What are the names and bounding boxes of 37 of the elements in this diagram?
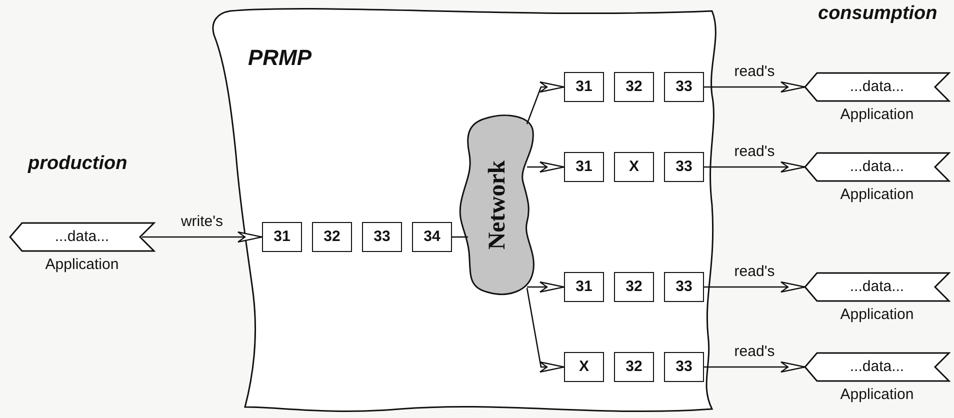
caption-text: Application <box>839 185 915 205</box>
caption-text: Application <box>839 385 915 405</box>
arrow <box>704 281 806 293</box>
caption-text: Application <box>44 255 120 275</box>
data-banner: ...data... <box>803 72 951 102</box>
arrow <box>704 361 806 373</box>
packet-box: 33 <box>362 222 402 252</box>
arrow <box>142 231 263 243</box>
caption-text: Application <box>839 305 915 325</box>
packet-box: 33 <box>664 352 704 382</box>
packet-box: 32 <box>614 72 654 102</box>
arrow <box>526 288 565 373</box>
caption-text: Application <box>839 105 915 125</box>
data-banner: ...data... <box>803 272 951 302</box>
arrow <box>704 161 806 173</box>
packet-box: X <box>564 352 604 382</box>
region-title: PRMP <box>248 44 312 72</box>
data-banner: ...data... <box>803 352 951 382</box>
packet-box: 32 <box>312 222 352 252</box>
heading-text: consumption <box>818 2 938 26</box>
packet-box: 31 <box>564 72 604 102</box>
packet-box: 31 <box>564 152 604 182</box>
packet-box: 33 <box>664 72 704 102</box>
packet-box: 34 <box>412 222 452 252</box>
packet-box: 33 <box>664 152 704 182</box>
packet-box: 31 <box>564 272 604 302</box>
data-banner: ...data... <box>8 222 156 252</box>
packet-box: X <box>614 152 654 182</box>
data-banner: ...data... <box>803 152 951 182</box>
packet-box: 33 <box>664 272 704 302</box>
arrow <box>526 81 565 124</box>
packet-box: 31 <box>262 222 302 252</box>
packet-box: 32 <box>614 272 654 302</box>
packet-box: 32 <box>614 352 654 382</box>
arrow <box>527 281 565 293</box>
heading-text: production <box>28 152 128 176</box>
arrow <box>527 161 565 173</box>
